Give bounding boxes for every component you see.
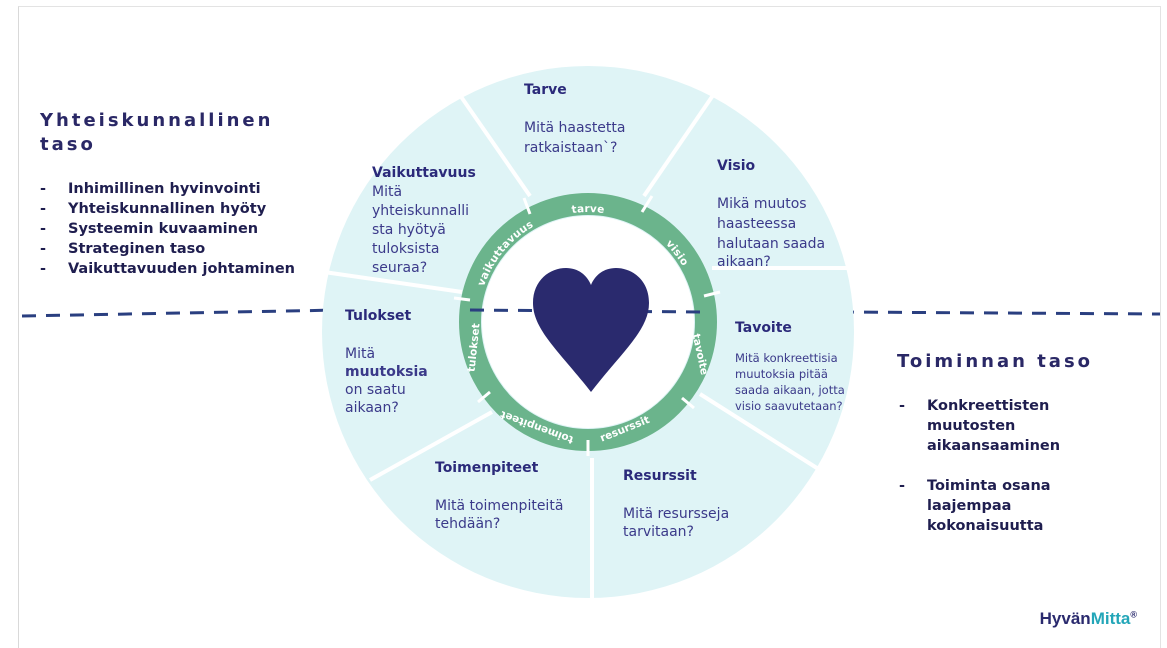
segment-line: Mitä — [372, 184, 402, 200]
segment-line: Mitä konkreettisia — [735, 351, 838, 365]
left-bullet-item: Systeemin kuvaaminen — [40, 219, 295, 239]
left-bullet-list: Inhimillinen hyvinvointi Yhteiskunnallin… — [40, 179, 295, 279]
left-bullet-item: Strateginen taso — [40, 239, 295, 259]
hyvan-mitta-logo: HyvänMitta® — [1040, 609, 1137, 629]
left-bullet-item: Yhteiskunnallinen hyöty — [40, 199, 295, 219]
segment-line: haasteessa — [717, 216, 796, 232]
segment-line: halutaan saada — [717, 236, 825, 252]
segment-title: Toimenpiteet — [435, 460, 539, 476]
segment-line: sta hyötyä — [372, 222, 446, 238]
right-heading: Toiminnan taso — [897, 351, 1094, 372]
segment-line: saada aikaan, jotta — [735, 383, 845, 397]
right-bullet-list: Konkreettisten muutosten aikaansaaminen … — [899, 396, 1099, 556]
segment-line: visio saavutetaan? — [735, 399, 843, 413]
segment-tarve: Tarve Mitä haastetta ratkaistaan`? — [524, 82, 625, 156]
ring-label-tarve: tarve — [571, 203, 605, 216]
registered-mark-icon: ® — [1130, 609, 1137, 620]
right-bullet-item: Konkreettisten muutosten aikaansaaminen — [899, 396, 1099, 456]
segment-line: aikaan? — [345, 400, 399, 416]
ring-label-tulokset: tulokset — [466, 323, 483, 373]
segment-line: muutoksia — [345, 364, 428, 380]
segment-tavoite: Tavoite Mitä konkreettisia muutoksia pit… — [735, 320, 845, 413]
ring-separators — [453, 195, 721, 456]
heart-icon — [533, 268, 649, 392]
segment-title: Resurssit — [623, 468, 697, 484]
segment-line: yhteiskunnalli — [372, 203, 469, 219]
segment-line: aikaan? — [717, 254, 771, 270]
segment-title: Tarve — [524, 82, 567, 98]
segment-tulokset: Tulokset Mitä muutoksia on saatu aikaan? — [345, 308, 428, 416]
logo-part2: Mitta — [1090, 609, 1131, 628]
logo-part1: Hyvän — [1039, 609, 1091, 628]
segment-title: Tavoite — [735, 320, 792, 336]
segment-line: tarvitaan? — [623, 524, 694, 540]
segment-line: Mikä muutos — [717, 196, 807, 212]
segment-vaikuttavuus: Vaikuttavuus Mitä yhteiskunnalli sta hyö… — [372, 165, 476, 276]
segment-separators — [323, 86, 856, 600]
segment-toimenpiteet: Toimenpiteet Mitä toimenpiteitä tehdään? — [435, 460, 563, 532]
level-divider-right — [839, 310, 1161, 316]
left-bullet-item: Inhimillinen hyvinvointi — [40, 179, 295, 199]
segment-line: Mitä haastetta — [524, 120, 625, 136]
segment-line: tuloksista — [372, 241, 439, 257]
segment-title: Vaikuttavuus — [372, 165, 476, 181]
segment-line: muutoksia pitää — [735, 367, 828, 381]
segment-line: Mitä resursseja — [623, 506, 729, 522]
segment-line: seuraa? — [372, 260, 427, 276]
segment-title: Tulokset — [345, 308, 412, 324]
slide-frame — [18, 6, 1161, 648]
left-bullet-item: Vaikuttavuuden johtaminen — [40, 259, 295, 279]
segment-line: on saatu — [345, 382, 406, 398]
segment-line: ratkaistaan`? — [524, 140, 617, 156]
segment-line: Mitä toimenpiteitä — [435, 498, 563, 514]
segment-line: Mitä — [345, 346, 375, 362]
left-heading-line2: taso — [40, 134, 96, 155]
segment-resurssit: Resurssit Mitä resursseja tarvitaan? — [623, 468, 729, 540]
left-heading-line1: Yhteiskunnallinen — [40, 110, 274, 131]
segment-visio: Visio Mikä muutos haasteessa halutaan sa… — [717, 158, 825, 270]
segment-title: Visio — [717, 158, 756, 174]
right-bullet-item: Toiminta osana laajempaa kokonaisuutta — [899, 476, 1099, 536]
segment-line: tehdään? — [435, 516, 500, 532]
level-divider-left — [21, 308, 341, 318]
